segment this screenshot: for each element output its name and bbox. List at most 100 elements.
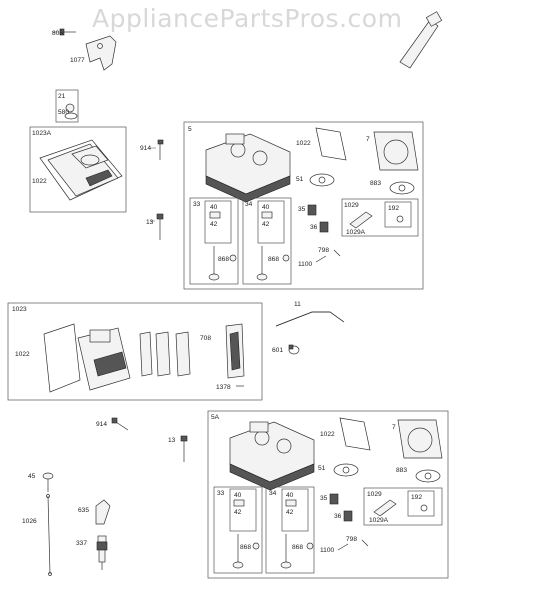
- part-7-head-gasket-5[interactable]: [373, 131, 419, 171]
- part-51-gasket-5A[interactable]: [333, 463, 359, 477]
- part-1029-rocker-b[interactable]: [373, 499, 428, 517]
- box-34-b: [265, 486, 315, 574]
- label-1022-c: 1022: [15, 351, 30, 358]
- label-34-b: 34: [269, 490, 277, 497]
- label-1023: 1023: [12, 306, 27, 313]
- label-798-a: 798: [318, 247, 329, 254]
- part-1022-gasket-5[interactable]: [315, 127, 347, 161]
- part-601-clamp[interactable]: [288, 344, 300, 355]
- part-35-spring-b[interactable]: [329, 493, 339, 505]
- label-40-d: 40: [286, 492, 294, 499]
- label-601: 601: [272, 347, 283, 354]
- part-1026-push-rod[interactable]: [46, 494, 52, 576]
- box-1023: [7, 302, 263, 401]
- part-883-gasket-5[interactable]: [389, 181, 415, 195]
- part-708-filter[interactable]: [225, 323, 245, 379]
- label-635: 635: [78, 507, 89, 514]
- part-33-valve-b[interactable]: [232, 499, 245, 569]
- part-13-screw-bottom[interactable]: [180, 435, 188, 462]
- part-914-screw-bottom[interactable]: [111, 417, 129, 431]
- part-580-breather[interactable]: [64, 103, 78, 120]
- part-1022-gasket-mid[interactable]: [43, 323, 81, 393]
- label-45: 45: [28, 473, 36, 480]
- box-192-b: [407, 490, 435, 517]
- label-33-b: 33: [217, 490, 225, 497]
- part-868-seal-b[interactable]: [282, 254, 290, 262]
- part-valve-cover-1023[interactable]: [77, 327, 131, 391]
- label-337: 337: [76, 540, 87, 547]
- part-cylinder-head-5[interactable]: [205, 133, 291, 203]
- label-1023A: 1023A: [32, 130, 52, 137]
- box-33-a: [189, 197, 239, 285]
- box-34-a: [242, 197, 292, 285]
- part-1022-gasket-5A[interactable]: [339, 417, 371, 451]
- part-36-spring-b[interactable]: [343, 510, 353, 522]
- part-337-spark-plug[interactable]: [96, 535, 108, 570]
- part-868-seal-c[interactable]: [252, 542, 260, 550]
- part-51-gasket-5[interactable]: [309, 173, 335, 187]
- label-11: 11: [294, 301, 301, 308]
- label-1077: 1077: [70, 57, 85, 64]
- part-34-valve-b[interactable]: [280, 499, 297, 569]
- label-51-b: 51: [318, 465, 326, 472]
- part-7-head-gasket-5A[interactable]: [397, 419, 443, 459]
- label-1029A-a: 1029A: [346, 229, 366, 236]
- label-806: 806: [52, 30, 63, 37]
- part-868-seal-d[interactable]: [306, 542, 314, 550]
- part-1100-screw-b[interactable]: [337, 543, 349, 551]
- part-45-push-rod-guide[interactable]: [42, 472, 54, 492]
- part-914-screw-top[interactable]: [150, 139, 164, 160]
- part-1022-valve-cover-gasket[interactable]: [39, 139, 123, 201]
- label-1022-d: 1022: [320, 431, 335, 438]
- part-36-spring-a[interactable]: [319, 221, 329, 233]
- label-1378: 1378: [216, 384, 231, 391]
- label-33-a: 33: [193, 201, 201, 208]
- label-708: 708: [200, 335, 211, 342]
- part-1077-bracket[interactable]: [85, 35, 117, 71]
- label-40-b: 40: [262, 204, 270, 211]
- part-oil-fill-tube[interactable]: [399, 11, 443, 69]
- part-1029-rocker-a[interactable]: [349, 211, 404, 229]
- label-192-b: 192: [411, 494, 422, 501]
- label-5: 5: [188, 126, 192, 133]
- part-868-seal-a[interactable]: [229, 254, 237, 262]
- label-42-b: 42: [262, 221, 270, 228]
- label-914-a: 914: [140, 145, 151, 152]
- label-51-a: 51: [296, 176, 304, 183]
- part-cylinder-head-5A[interactable]: [229, 421, 315, 491]
- box-40-c: [229, 488, 257, 532]
- part-798-stud-b[interactable]: [361, 539, 369, 547]
- label-1029A-b: 1029A: [369, 517, 389, 524]
- label-883-b: 883: [396, 467, 407, 474]
- label-1026: 1026: [22, 518, 37, 525]
- part-798-stud-a[interactable]: [333, 249, 341, 257]
- label-1029-a: 1029: [344, 202, 359, 209]
- box-1029-b: [363, 487, 443, 526]
- part-13-screw-top[interactable]: [150, 213, 164, 240]
- box-40-d: [281, 488, 309, 532]
- part-883-gasket-5A[interactable]: [415, 469, 441, 483]
- label-35-b: 35: [320, 495, 328, 502]
- label-1100-a: 1100: [298, 261, 313, 268]
- label-42-d: 42: [286, 509, 294, 516]
- part-33-valve-a[interactable]: [208, 211, 221, 281]
- part-11-breather-tube[interactable]: [275, 311, 345, 327]
- part-1023-plates[interactable]: [139, 331, 191, 377]
- part-35-spring-a[interactable]: [307, 204, 317, 216]
- part-635-spark-plug-boot[interactable]: [95, 499, 111, 525]
- label-798-b: 798: [346, 536, 357, 543]
- box-1029-a: [341, 198, 419, 237]
- box-192-a: [384, 201, 412, 228]
- box-5A: [207, 410, 449, 579]
- label-868-d: 868: [292, 544, 303, 551]
- label-13-b: 13: [168, 437, 176, 444]
- part-34-valve-a[interactable]: [256, 211, 273, 281]
- label-36-b: 36: [334, 513, 342, 520]
- label-1022-a: 1022: [32, 178, 47, 185]
- box-33-b: [213, 486, 263, 574]
- part-806-bolt[interactable]: [52, 28, 76, 36]
- part-valve-cover-1023A[interactable]: [47, 143, 119, 197]
- label-914-b: 914: [96, 421, 107, 428]
- part-1100-screw-a[interactable]: [315, 255, 327, 263]
